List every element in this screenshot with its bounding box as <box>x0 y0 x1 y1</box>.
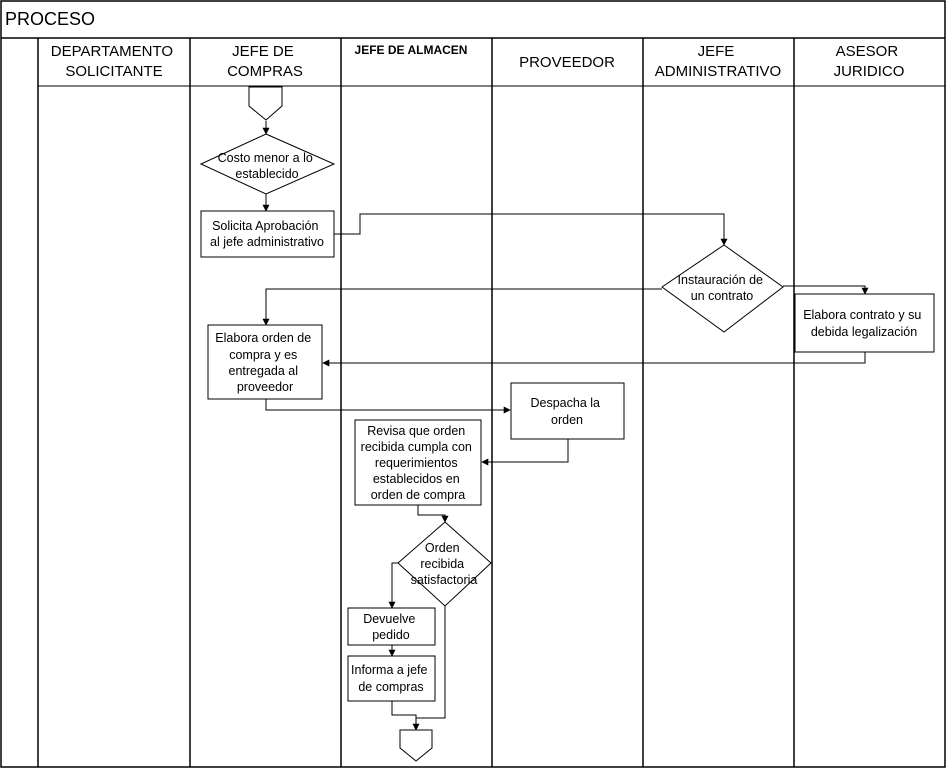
process-solicita-label: Solicita Aprobación al jefe administrati… <box>210 219 324 249</box>
process-devuelve-shape <box>347 607 436 646</box>
decision-instauracion-shape <box>661 244 784 333</box>
decision-orden-satisfactoria-shape <box>397 521 492 607</box>
process-elabora-orden-label: Elabora orden de compra y es entregada a… <box>215 331 314 394</box>
start-connector-shape <box>248 86 283 121</box>
diagram-title: PROCESO <box>5 9 95 29</box>
process-informa-label: Informa a jefe de compras <box>351 663 431 694</box>
edge-orden-despacha <box>265 399 511 414</box>
edge-revisa-satisf <box>417 505 449 523</box>
end-connector-shape <box>399 729 433 762</box>
process-elabora-contrato-shape <box>794 293 935 353</box>
lane-header-asesor-juridico: ASESOR JURIDICO <box>834 43 905 80</box>
process-solicita-shape <box>200 210 335 258</box>
edge-solicita-instauracion <box>334 213 728 246</box>
flow-connectors <box>262 121 869 731</box>
process-elabora-contrato-label: Elabora contrato y su debida legalizació… <box>803 308 925 339</box>
lane-header-jefe-administrativo: JEFE ADMINISTRATIVO <box>655 43 781 80</box>
decision-orden-satisfactoria-label: Orden recibida satisfactoria <box>411 541 478 587</box>
decision-costo-label: Costo menor a lo establecido <box>218 151 317 181</box>
process-despacha-label: Despacha la orden <box>531 396 604 427</box>
edge-contrato-orden <box>322 352 866 367</box>
decision-costo-shape <box>199 133 336 195</box>
process-revisa-shape <box>354 419 482 506</box>
process-elabora-orden-shape <box>207 324 323 400</box>
edge-informa-end <box>391 701 420 731</box>
process-despacha-shape <box>510 382 625 440</box>
edge-instauracion-orden <box>262 288 662 326</box>
edge-satisf-devuelve <box>388 562 399 609</box>
edge-despacha-revisa <box>481 439 569 466</box>
lane-header-jefe-almacen: JEFE DE ALMACEN <box>355 43 468 57</box>
decision-instauracion-label: Instauración de un contrato <box>678 273 767 303</box>
lane-header-jefe-compras: JEFE DE COMPRAS <box>227 43 303 80</box>
process-informa-shape <box>347 655 436 702</box>
lane-header-proveedor: PROVEEDOR <box>519 54 615 71</box>
lane-header-departamento: DEPARTAMENTO SOLICITANTE <box>51 43 177 80</box>
process-revisa-label: Revisa que orden recibida cumpla con req… <box>361 424 476 502</box>
edge-satisf-end <box>416 606 446 719</box>
edge-instauracion-contrato <box>783 285 869 295</box>
process-devuelve-label: Devuelve pedido <box>363 612 419 642</box>
lane-separators <box>37 38 795 767</box>
